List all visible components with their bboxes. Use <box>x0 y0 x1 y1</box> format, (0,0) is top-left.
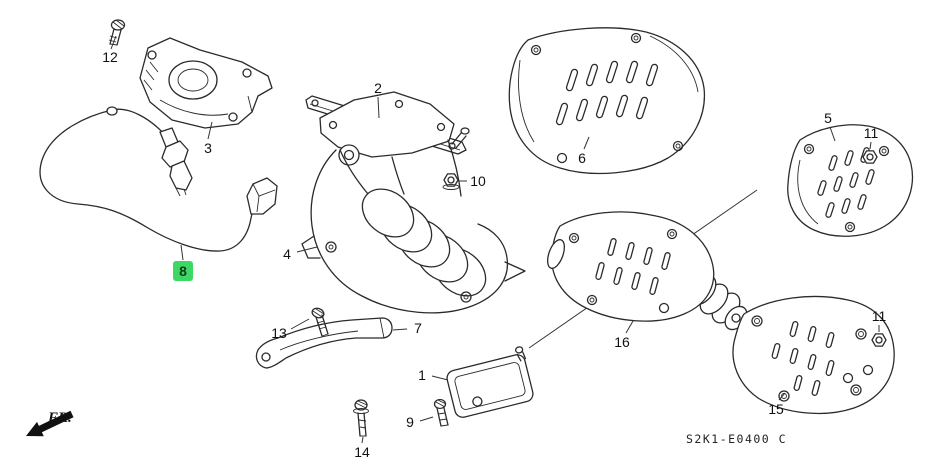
part-9-bolt <box>433 398 449 427</box>
part-16-converter <box>547 211 748 331</box>
part-10-nut <box>442 173 460 190</box>
fr-direction-arrow <box>26 410 74 437</box>
callout-1[interactable]: 1 <box>418 367 426 383</box>
callout-10[interactable]: 10 <box>470 173 486 189</box>
part-4-converter-assembly <box>301 91 509 314</box>
callout-13[interactable]: 13 <box>271 325 287 341</box>
part-11-nut-upper <box>862 150 878 164</box>
fr-label: FR. <box>48 410 72 426</box>
part-12-bolt <box>108 19 126 46</box>
callout-3[interactable]: 3 <box>204 140 212 156</box>
callout-12[interactable]: 12 <box>102 49 118 65</box>
callout-4[interactable]: 4 <box>283 246 291 262</box>
part-13-bolt <box>311 307 329 337</box>
part-8-oxygen-sensor <box>39 106 278 252</box>
callout-6[interactable]: 6 <box>578 150 586 166</box>
callout-15[interactable]: 15 <box>768 401 784 417</box>
callout-11-lower[interactable]: 11 <box>871 308 887 324</box>
part-6-converter-cover <box>508 27 706 175</box>
part-3-heat-shield <box>139 37 273 129</box>
part-14-bolt <box>353 399 369 437</box>
part-7-bracket <box>255 317 393 369</box>
part-15-converter-cover <box>732 295 895 415</box>
callout-8-highlighted[interactable]: 8 <box>173 261 193 281</box>
part-1-plate <box>446 346 534 418</box>
diagram-code: S2K1-E0400 C <box>686 432 788 446</box>
callout-16[interactable]: 16 <box>614 334 630 350</box>
callout-9[interactable]: 9 <box>406 414 414 430</box>
part-11-nut-lower <box>871 333 887 347</box>
callout-7[interactable]: 7 <box>414 320 422 336</box>
callout-5[interactable]: 5 <box>824 110 832 126</box>
leader-lines <box>110 35 880 444</box>
chevron-pointer <box>504 261 526 282</box>
callout-14[interactable]: 14 <box>354 444 370 460</box>
part-5-converter-cover <box>787 124 914 237</box>
callout-2[interactable]: 2 <box>374 80 382 96</box>
callout-11-upper[interactable]: 11 <box>863 125 879 141</box>
